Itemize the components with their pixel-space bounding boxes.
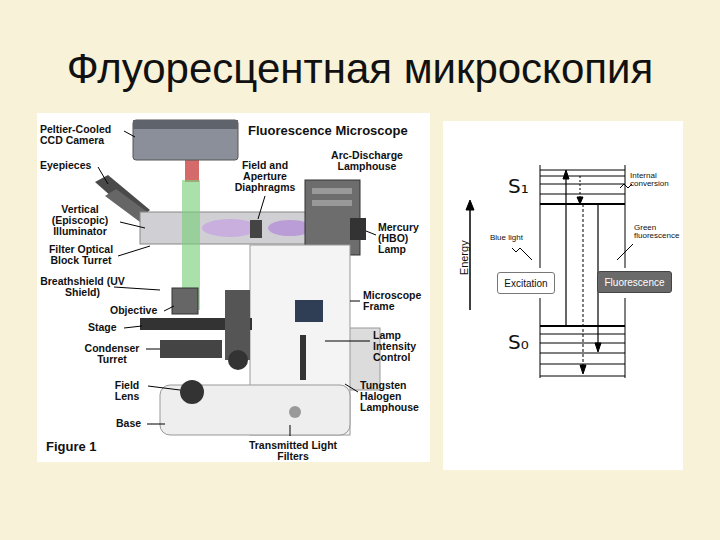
energy-level (540, 176, 625, 177)
arrowhead (595, 343, 601, 352)
leader-line (366, 231, 376, 235)
intensity-scale (300, 335, 306, 380)
axis-label: Energy (459, 233, 471, 283)
part-label: Stage (88, 322, 117, 333)
leader-line (147, 424, 165, 425)
right-panel (443, 121, 683, 470)
part-label: Figure 1 (46, 440, 97, 454)
leader-line (118, 246, 150, 256)
leader-line (350, 301, 360, 302)
camera-top (133, 120, 238, 129)
leader-line (146, 349, 160, 350)
leader-line (120, 222, 145, 228)
leader-line (124, 326, 142, 328)
part-label: Vertical (Episcopic) Illuminator (40, 204, 120, 237)
part-label: Peltier-Cooled CCD Camera (40, 124, 125, 146)
objective (172, 288, 198, 314)
filter-knob (289, 406, 301, 418)
leader-line (114, 287, 160, 290)
state-box: Fluorescence (597, 271, 672, 293)
frame-line (540, 165, 541, 268)
ccd-camera (133, 120, 238, 160)
part-label: Tungsten Halogen Lamphouse (360, 380, 428, 413)
box-text: Fluorescence (604, 277, 664, 288)
part-label: Arc-Discharge Lamphouse (322, 150, 412, 172)
part-label: Fluorescence Microscope (248, 124, 428, 138)
part-label: Field Lens (108, 380, 146, 402)
part-label: Objective (110, 305, 157, 316)
wavy-line (617, 244, 633, 260)
slide-title: Флуоресцентная микроскопия (0, 46, 720, 92)
field-lens (180, 380, 204, 404)
arc-lamphouse (305, 180, 360, 255)
energy-level (540, 170, 625, 171)
leader-line (290, 425, 291, 436)
mercury-lamp (350, 218, 366, 240)
light-beam (202, 219, 258, 237)
camera-beam (185, 160, 199, 182)
part-label: Field and Aperture Diaphragms (232, 160, 298, 193)
state-label: S₀ (508, 332, 529, 353)
part-label: Mercury (HBO) Lamp (378, 222, 428, 255)
arrowhead (580, 365, 586, 374)
focus-knob (228, 350, 248, 370)
energy-level (540, 353, 625, 354)
leader-lines (98, 131, 376, 436)
lamphouse-vent (312, 200, 352, 206)
leader-line (124, 131, 135, 137)
condenser-turret (160, 340, 222, 358)
lamphouse-vent (312, 188, 352, 194)
part-label: Transmitted Light Filters (238, 440, 348, 462)
diaphragm (250, 220, 262, 238)
leader-line (98, 167, 108, 184)
part-label: Eyepieces (40, 160, 91, 171)
energy-level (540, 376, 625, 377)
energy-level (540, 343, 625, 344)
leader-line (164, 306, 174, 311)
part-label: Condenser Turret (80, 343, 144, 365)
emission-arrow (583, 204, 584, 366)
display-panel (295, 300, 323, 322)
part-label: Base (116, 418, 141, 429)
leader-line (325, 341, 370, 342)
frame-line (540, 298, 541, 378)
frame-line (625, 298, 626, 378)
leader-line (148, 386, 180, 390)
arrowhead (563, 170, 569, 179)
leader-line (345, 384, 358, 392)
box-text: Excitation (504, 278, 547, 289)
part-label: Lamp Intensity Control (373, 330, 429, 363)
excitation-arrow (565, 178, 566, 326)
part-label: Breathshield (UV Shield) (40, 276, 125, 298)
part-label: Filter Optical Block Turret (40, 244, 122, 266)
part-label: Microscope Frame (363, 290, 429, 312)
focus-block (225, 290, 250, 360)
relaxation-arrow (580, 176, 581, 200)
wavy-line (512, 248, 532, 260)
arrowhead (466, 200, 474, 210)
part-label: Internal conversion (630, 172, 682, 189)
part-label: Green fluorescence (634, 224, 682, 241)
energy-level (540, 194, 625, 195)
left-panel (37, 113, 430, 462)
state-box: Excitation (497, 272, 555, 294)
leader-line (258, 196, 265, 219)
energy-level (540, 184, 625, 185)
arrowhead (577, 197, 583, 204)
part-label: Blue light (490, 234, 523, 242)
state-label: S₁ (508, 176, 529, 197)
